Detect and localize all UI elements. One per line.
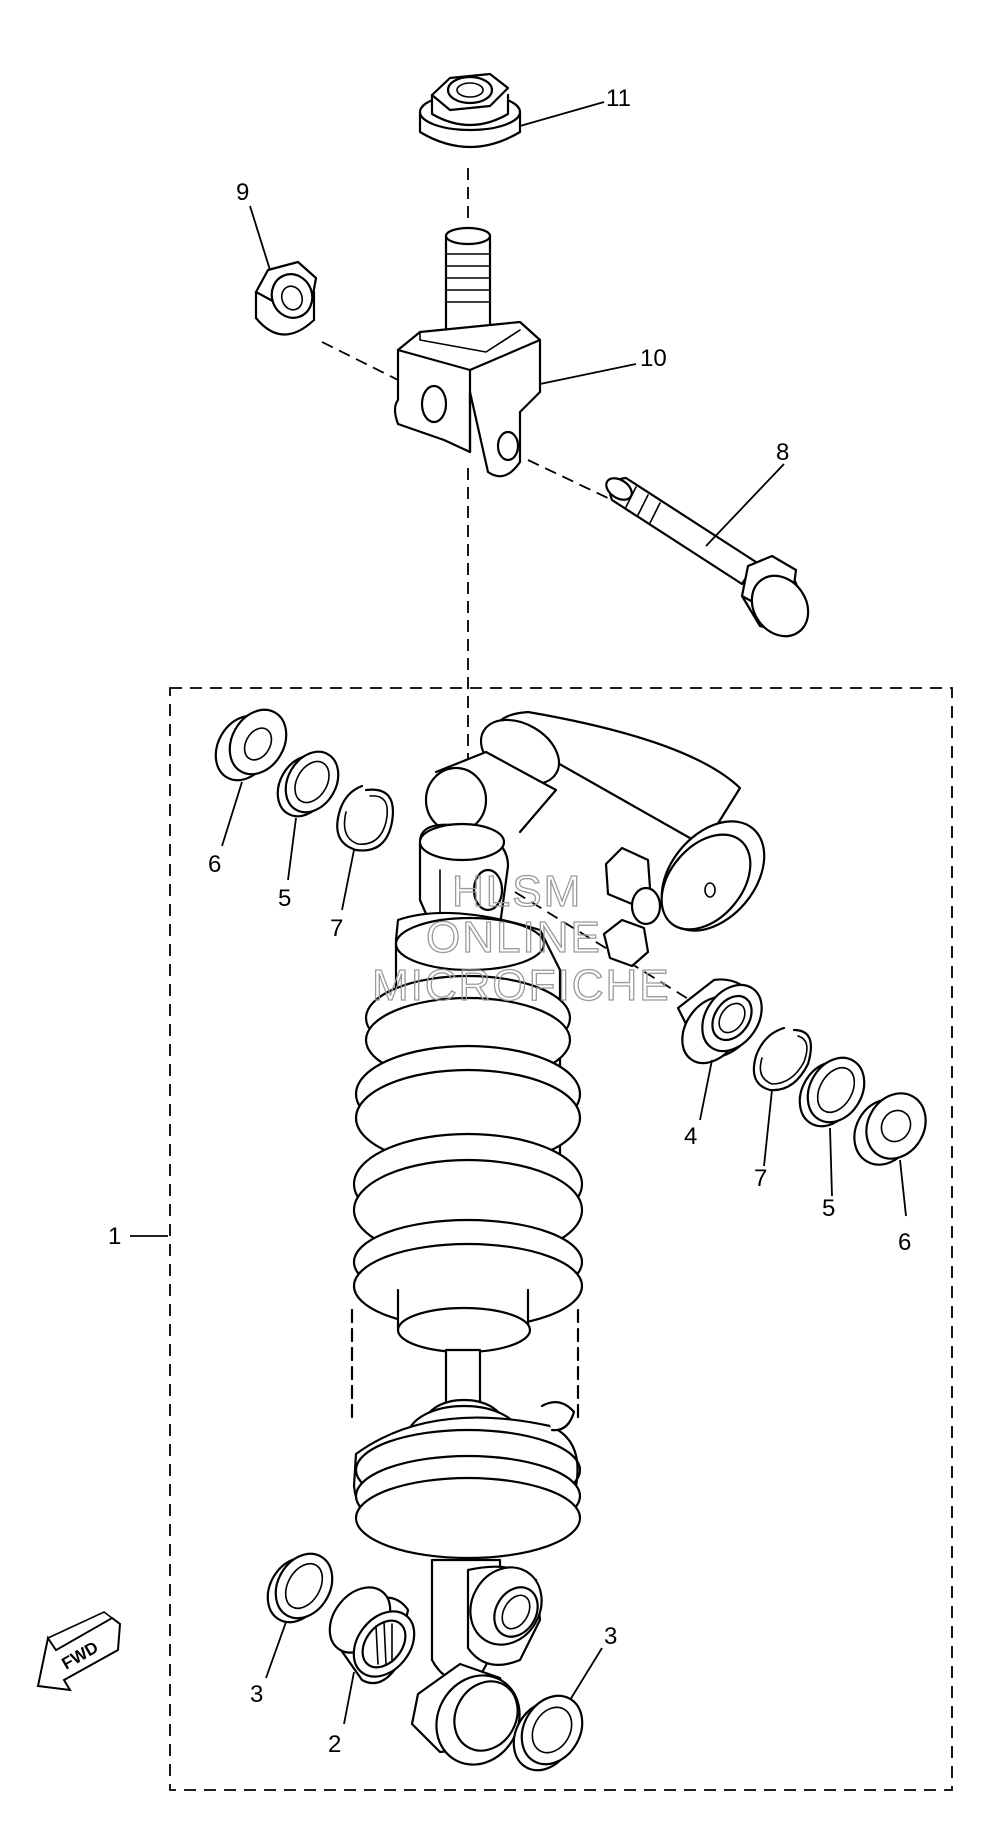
assembly-boundary — [169, 687, 953, 1791]
leader-3-right — [569, 1647, 603, 1701]
callout-11: 11 — [606, 85, 631, 112]
callout-4: 4 — [684, 1123, 697, 1150]
clevis-part-10 — [393, 226, 542, 478]
forward-direction-arrow-icon: FWD — [36, 1611, 122, 1692]
leader-3-left — [265, 1621, 287, 1679]
watermark-line-3: MICROFICHE — [372, 961, 671, 1010]
callout-3-right: 3 — [604, 1623, 617, 1650]
leader-8 — [705, 463, 785, 547]
watermark-line-2: ONLINE — [426, 913, 602, 962]
leader-6-right — [899, 1159, 907, 1217]
callout-6-right: 6 — [898, 1229, 911, 1256]
callout-10: 10 — [640, 345, 667, 372]
axis-line-nut9 — [321, 341, 399, 381]
leader-2 — [343, 1671, 355, 1725]
callout-7-right: 7 — [754, 1165, 767, 1192]
leader-7-left — [341, 849, 355, 911]
callout-8: 8 — [776, 439, 789, 466]
needle-bearing-part-2 — [328, 1586, 416, 1685]
leader-5-left — [287, 817, 297, 881]
leader-10 — [539, 363, 637, 385]
bearing-part-4 — [676, 978, 763, 1065]
bolt-part-8 — [605, 476, 810, 638]
leader-11 — [519, 101, 605, 127]
axis-line-bolt8 — [527, 459, 613, 501]
callout-2: 2 — [328, 1731, 341, 1758]
axis-line-bearing — [514, 891, 691, 1001]
watermark-line-1: HLSM — [452, 867, 582, 916]
callout-7-left: 7 — [330, 915, 343, 942]
leader-7-right — [763, 1089, 773, 1167]
callout-6-left: 6 — [208, 851, 221, 878]
oil-seal-part-5-left — [276, 750, 340, 818]
dust-seal-part-6-left — [214, 708, 288, 782]
leader-4 — [699, 1059, 713, 1121]
dust-seal-part-6-right — [853, 1092, 927, 1166]
oil-seal-part-5-right — [798, 1056, 866, 1128]
leader-6-left — [221, 781, 243, 847]
oil-seal-part-3-right — [512, 1694, 584, 1772]
flange-nut-part-11 — [418, 72, 522, 148]
callout-5-right: 5 — [822, 1195, 835, 1222]
rear-shock-absorber-part-1 — [350, 710, 766, 1766]
oil-seal-part-3-left — [266, 1552, 334, 1624]
callout-5-left: 5 — [278, 885, 291, 912]
circlip-part-7-left — [336, 784, 395, 852]
callout-1: 1 — [108, 1223, 121, 1250]
circlip-part-7-right — [752, 1026, 812, 1092]
leader-9 — [249, 205, 271, 271]
leader-5-right — [829, 1127, 833, 1197]
callout-9: 9 — [236, 179, 249, 206]
callout-3-left: 3 — [250, 1681, 263, 1708]
nut-part-9 — [254, 260, 318, 336]
